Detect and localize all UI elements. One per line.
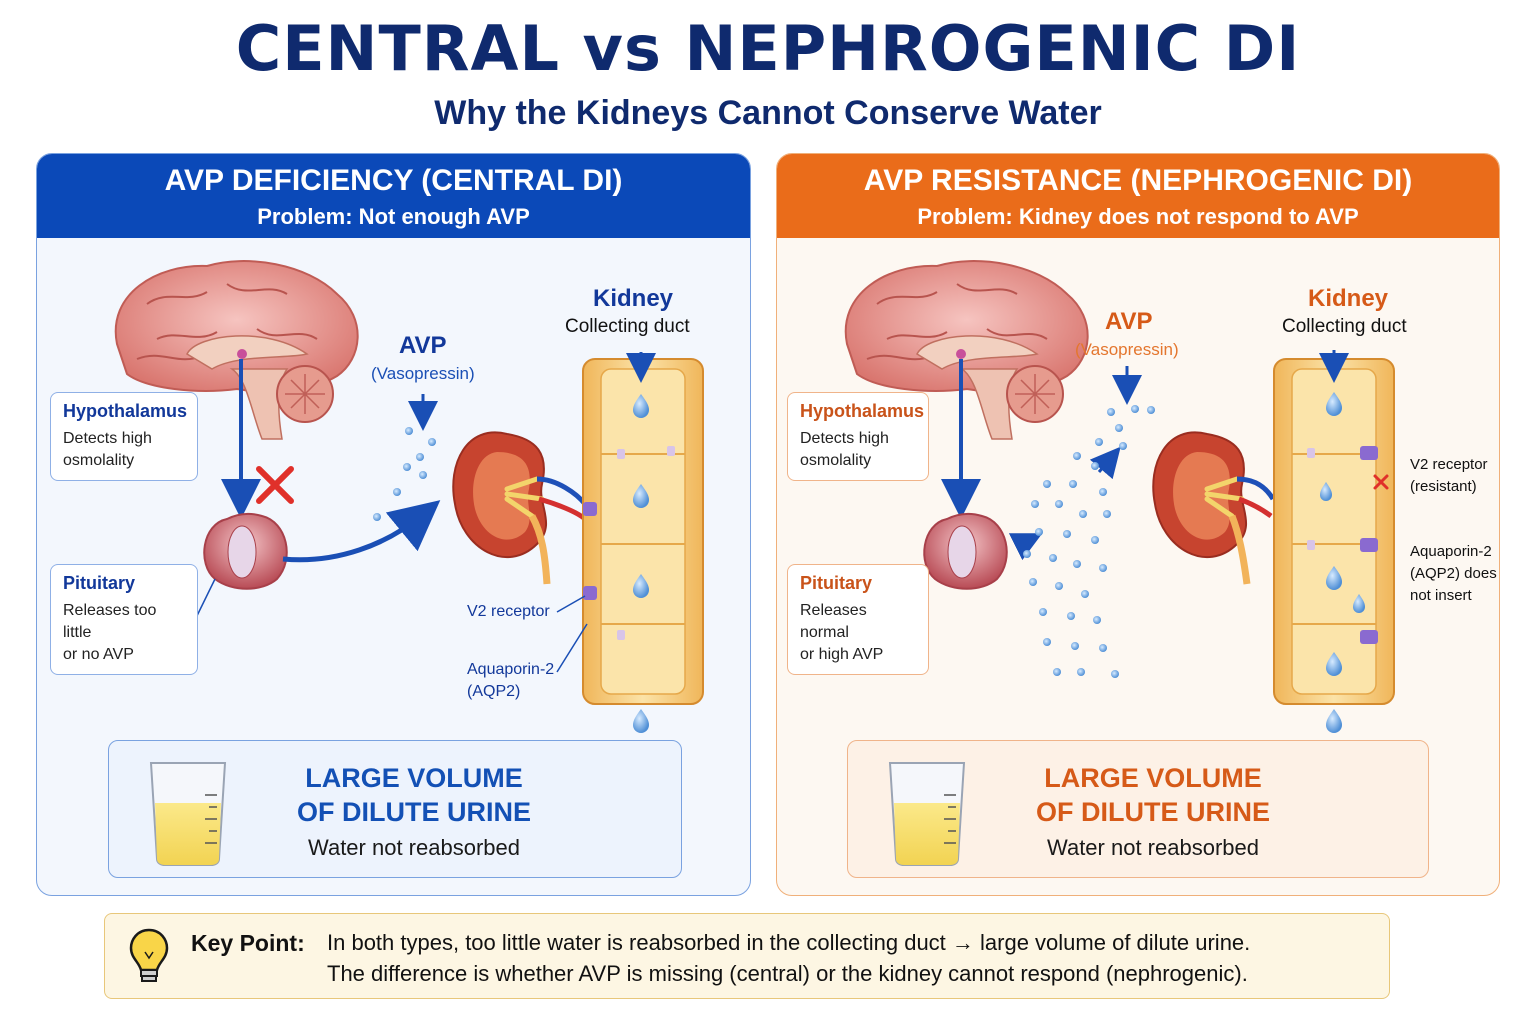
collecting-duct-label: Collecting duct <box>1282 316 1407 337</box>
brain-icon <box>844 260 1089 440</box>
v2-receptor-label: V2 receptor <box>467 603 550 620</box>
v2-receptor-label: V2 receptor (resistant) <box>1410 454 1488 498</box>
kidney-icon <box>452 431 587 585</box>
vasopressin-label: (Vasopressin) <box>371 364 475 383</box>
result-line2: OF DILUTE URINE <box>297 797 531 827</box>
key-point-box: Key Point: In both types, too little wat… <box>104 913 1390 999</box>
resistant-x-icon <box>1373 474 1389 490</box>
v2-line1: V2 receptor <box>1410 456 1488 473</box>
aquaporin-line2: (AQP2) does <box>1410 565 1497 582</box>
pituitary-gland-icon <box>923 512 1008 590</box>
brain-icon <box>114 260 359 440</box>
aquaporin-label-2: (AQP2) <box>467 683 521 700</box>
urine-drop-icon <box>1326 709 1342 733</box>
pituitary-label: Pituitary Releases too little or no AVP <box>50 564 198 675</box>
collecting-duct-icon <box>1273 358 1395 705</box>
result-line1: LARGE VOLUME <box>1044 763 1262 793</box>
hypothalamus-line1: Detects high <box>800 430 889 447</box>
avp-molecules <box>373 427 436 521</box>
collecting-duct-icon <box>582 358 704 705</box>
key-point-label: Key Point: <box>191 930 305 956</box>
nephrogenic-di-title: AVP RESISTANCE (NEPHROGENIC DI) <box>863 164 1413 197</box>
hypothalamus-line1: Detects high <box>63 430 152 447</box>
urine-beaker-icon <box>149 762 227 866</box>
result-line2: OF DILUTE URINE <box>1036 797 1270 827</box>
page-title: CENTRAL vs NEPHROGENIC DI <box>235 12 1301 85</box>
aquaporin-label-1: Aquaporin-2 <box>467 661 555 678</box>
central-di-panel: AVP DEFICIENCY (CENTRAL DI) Problem: Not… <box>36 153 751 896</box>
result-title: LARGE VOLUME OF DILUTE URINE <box>249 761 579 829</box>
lightbulb-icon <box>129 928 169 982</box>
avp-label: AVP <box>399 332 447 359</box>
result-title: LARGE VOLUME OF DILUTE URINE <box>988 761 1318 829</box>
central-di-diagram <box>114 260 704 733</box>
central-result-box: LARGE VOLUME OF DILUTE URINE Water not re… <box>108 740 682 878</box>
pituitary-title: Pituitary <box>800 573 873 593</box>
aquaporin-line1: Aquaporin-2 <box>1410 543 1492 560</box>
hypothalamus-label: Hypothalamus Detects high osmolality <box>787 392 929 481</box>
avp-molecules <box>1023 405 1155 678</box>
aquaporin-label: Aquaporin-2 (AQP2) does not insert <box>1410 541 1497 607</box>
aquaporin-line3: not insert <box>1410 587 1472 604</box>
key-point-line2: The difference is whether AVP is missing… <box>327 961 1248 986</box>
key-point-line1: In both types, too little water is reabs… <box>327 930 1251 955</box>
hypothalamus-line2: osmolality <box>63 452 135 469</box>
central-di-header: AVP DEFICIENCY (CENTRAL DI) Problem: Not… <box>37 154 750 238</box>
central-di-title: AVP DEFICIENCY (CENTRAL DI) <box>164 164 623 197</box>
nephrogenic-di-problem: Problem: Kidney does not respond to AVP <box>917 204 1359 229</box>
kidney-label: Kidney <box>593 285 674 312</box>
kidney-label: Kidney <box>1308 285 1389 312</box>
hypothalamus-label: Hypothalamus Detects high osmolality <box>50 392 198 481</box>
result-subtitle: Water not reabsorbed <box>1047 835 1259 860</box>
result-line1: LARGE VOLUME <box>305 763 523 793</box>
vasopressin-label: (Vasopressin) <box>1075 340 1179 359</box>
nephrogenic-di-header: AVP RESISTANCE (NEPHROGENIC DI) Problem:… <box>777 154 1499 238</box>
result-subtitle: Water not reabsorbed <box>308 835 520 860</box>
urine-beaker-icon <box>888 762 966 866</box>
urine-drop-icon <box>633 709 649 733</box>
hypothalamus-title: Hypothalamus <box>63 401 188 421</box>
nephrogenic-di-diagram <box>844 260 1395 733</box>
kidney-icon <box>1152 431 1276 585</box>
central-di-problem: Problem: Not enough AVP <box>257 204 530 229</box>
page-subtitle: Why the Kidneys Cannot Conserve Water <box>434 94 1102 132</box>
pituitary-line2: or no AVP <box>63 646 134 663</box>
collecting-duct-label: Collecting duct <box>565 316 690 337</box>
avp-label: AVP <box>1105 308 1153 335</box>
pituitary-title: Pituitary <box>63 573 136 593</box>
v2-line2: (resistant) <box>1410 478 1477 495</box>
pituitary-line1: Releases too little <box>63 602 157 641</box>
nephrogenic-di-panel: AVP RESISTANCE (NEPHROGENIC DI) Problem:… <box>776 153 1500 896</box>
pituitary-gland-icon <box>203 512 288 590</box>
pituitary-line2: or high AVP <box>800 646 884 663</box>
hypothalamus-line2: osmolality <box>800 452 872 469</box>
nephrogenic-result-box: LARGE VOLUME OF DILUTE URINE Water not re… <box>847 740 1429 878</box>
blocked-x-icon <box>256 466 294 504</box>
pituitary-line1: Releases normal <box>800 602 867 641</box>
pituitary-label: Pituitary Releases normal or high AVP <box>787 564 929 675</box>
hypothalamus-title: Hypothalamus <box>800 401 925 421</box>
